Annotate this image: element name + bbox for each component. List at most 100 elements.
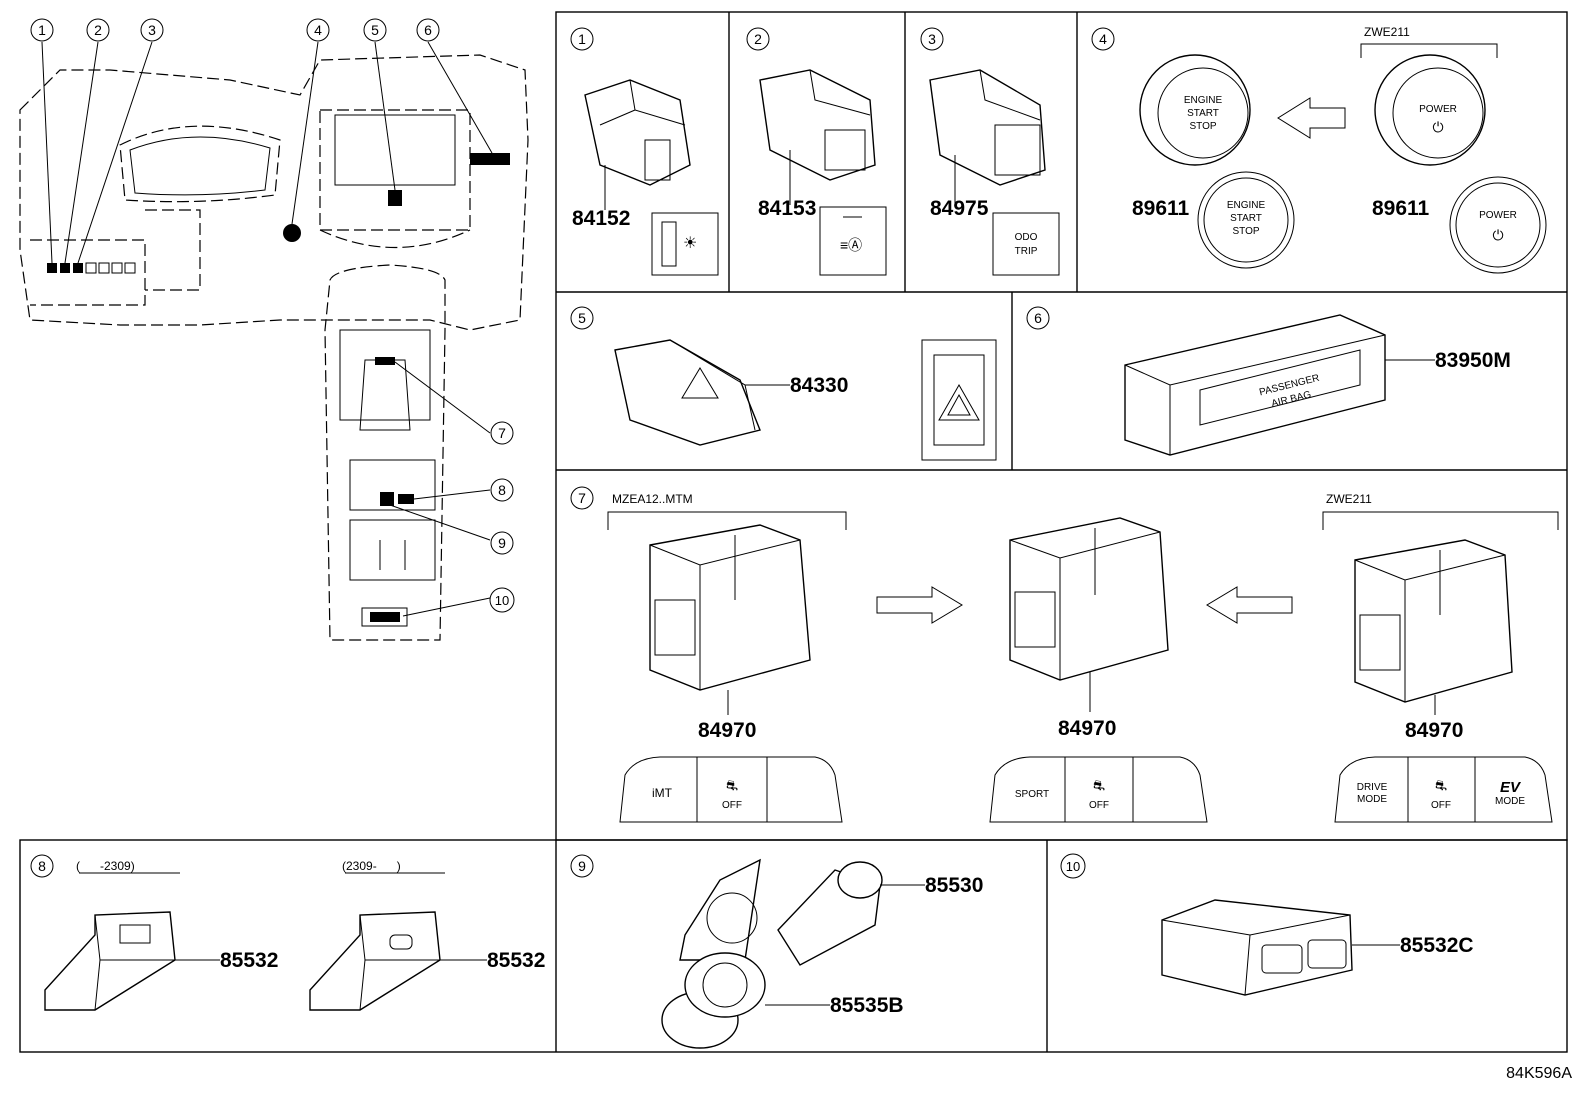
part-number: 84970 <box>1058 717 1116 740</box>
callout-9: 9 <box>490 531 514 555</box>
auto-headlamp-switch-part <box>759 69 876 205</box>
drive-switch-part-right <box>1354 539 1513 703</box>
face-label: TRIP <box>1015 246 1038 257</box>
engine-start-button-part: ENGINE START STOP <box>1139 54 1251 166</box>
button-label: MODE <box>1495 796 1525 807</box>
button-label: EV <box>1500 779 1522 796</box>
callout-label: 7 <box>498 425 506 441</box>
panel-7: 7 MZEA12..MTM ZWE211 84970 iMT ⛐ OFF <box>570 486 1559 823</box>
callout-1: 1 <box>30 18 54 42</box>
odo-trip-switch-part <box>929 69 1046 205</box>
panel-number: 1 <box>578 31 586 47</box>
diagram-code: 84K596A <box>1506 1065 1572 1082</box>
button-text: ENGINE <box>1227 200 1266 211</box>
panel-grid <box>19 11 1568 1053</box>
date-range-label: ( -2309) <box>76 859 135 873</box>
button-text: POWER <box>1479 210 1517 221</box>
callout-6: 6 <box>416 18 440 42</box>
button-label: MODE <box>1357 794 1387 805</box>
power-button-part: POWER ⏻ <box>1374 54 1486 166</box>
panel-8: 8 ( -2309) (2309- ) 85532 85532 <box>30 854 545 1011</box>
panel-2: 2 84153 ≡Ⓐ <box>746 27 887 276</box>
part-number: 89611 <box>1372 197 1430 220</box>
arrow-right-icon <box>876 586 963 624</box>
panel-number: 3 <box>928 31 936 47</box>
panel-6: 6 PASSENGER AIR BAG 83950M <box>1026 306 1511 456</box>
face-label: ODO <box>1015 232 1038 243</box>
power-outlet-socket-part <box>661 858 766 1049</box>
hazard-switch-part <box>614 339 761 446</box>
button-text: POWER <box>1419 104 1457 115</box>
button-label: OFF <box>722 800 742 811</box>
part-number: 84975 <box>930 197 989 220</box>
part-number: 89611 <box>1132 197 1190 220</box>
panel-1: 1 84152 ☀ <box>570 27 719 276</box>
arrow-left-icon <box>1206 586 1293 624</box>
callout-label: 8 <box>498 482 506 498</box>
part-number: 85532 <box>220 949 278 972</box>
button-label: OFF <box>1089 800 1109 811</box>
callout-3: 3 <box>140 18 164 42</box>
button-label: iMT <box>652 786 673 800</box>
callout-label: 6 <box>424 22 432 38</box>
panel-3: 3 84975 ODO TRIP <box>920 27 1060 276</box>
callout-label: 2 <box>94 22 102 38</box>
button-label: DRIVE <box>1357 782 1388 793</box>
panel-number: 2 <box>754 31 762 47</box>
dimmer-switch-part <box>584 79 691 210</box>
callout-label: 4 <box>314 22 322 38</box>
button-text: STOP <box>1232 226 1259 237</box>
button-label: SPORT <box>1015 789 1049 800</box>
airbag-indicator-part: PASSENGER AIR BAG <box>1124 314 1386 456</box>
start-button-location <box>283 224 301 242</box>
variant-label: ZWE211 <box>1364 25 1410 39</box>
callout-2: 2 <box>86 18 110 42</box>
part-number: 84970 <box>1405 719 1463 742</box>
callout-label: 1 <box>38 22 46 38</box>
usb-port-part-right <box>309 911 441 1011</box>
button-text: STOP <box>1189 121 1216 132</box>
traction-off-icon: ⛐ <box>1435 777 1447 793</box>
auto-headlamp-icon: ≡Ⓐ <box>840 237 862 253</box>
usb-port-part-left <box>44 911 176 1011</box>
part-number: 85535B <box>830 994 904 1017</box>
part-number: 85530 <box>925 874 983 897</box>
panel-4: 4 ZWE211 ENGINE START STOP 89611 ENGINE … <box>1091 25 1547 274</box>
arrow-left-icon <box>1277 97 1346 139</box>
part-number: 84970 <box>698 719 756 742</box>
instrument-cluster <box>119 125 281 203</box>
traction-off-icon: ⛐ <box>1093 777 1105 793</box>
center-console <box>324 264 446 641</box>
variant-label: MZEA12..MTM <box>612 492 693 506</box>
dashboard-outline <box>19 54 529 331</box>
button-text: START <box>1187 108 1219 119</box>
panel-5: 5 84330 <box>570 306 997 461</box>
part-number: 85532C <box>1400 934 1474 957</box>
callout-label: 10 <box>495 593 509 608</box>
dashboard-overview: 1 2 3 4 5 6 7 8 <box>19 18 529 641</box>
headlamp-icon: ☀ <box>683 235 697 252</box>
panel-number: 6 <box>1034 310 1042 326</box>
panel-number: 10 <box>1066 859 1080 874</box>
date-range-label: (2309- ) <box>342 859 401 873</box>
socket-plug-part <box>777 861 883 966</box>
button-text: START <box>1230 213 1262 224</box>
hazard-icon <box>938 383 980 421</box>
callout-8: 8 <box>490 478 514 502</box>
callout-label: 5 <box>371 22 379 38</box>
variant-label: ZWE211 <box>1326 492 1372 506</box>
callout-label: 9 <box>498 535 506 551</box>
part-number: 84152 <box>572 207 630 230</box>
power-icon: ⏻ <box>1432 119 1443 135</box>
panel-10: 10 85532C <box>1060 853 1474 996</box>
callout-7: 7 <box>490 421 514 445</box>
button-label: OFF <box>1431 800 1451 811</box>
drive-switch-part-mid <box>1009 517 1169 681</box>
callout-label: 3 <box>148 22 156 38</box>
part-number: 83950M <box>1435 349 1511 372</box>
callout-5: 5 <box>363 18 387 42</box>
power-icon: ⏻ <box>1492 227 1503 243</box>
panel-number: 9 <box>578 858 586 874</box>
panel-number: 4 <box>1099 31 1107 47</box>
